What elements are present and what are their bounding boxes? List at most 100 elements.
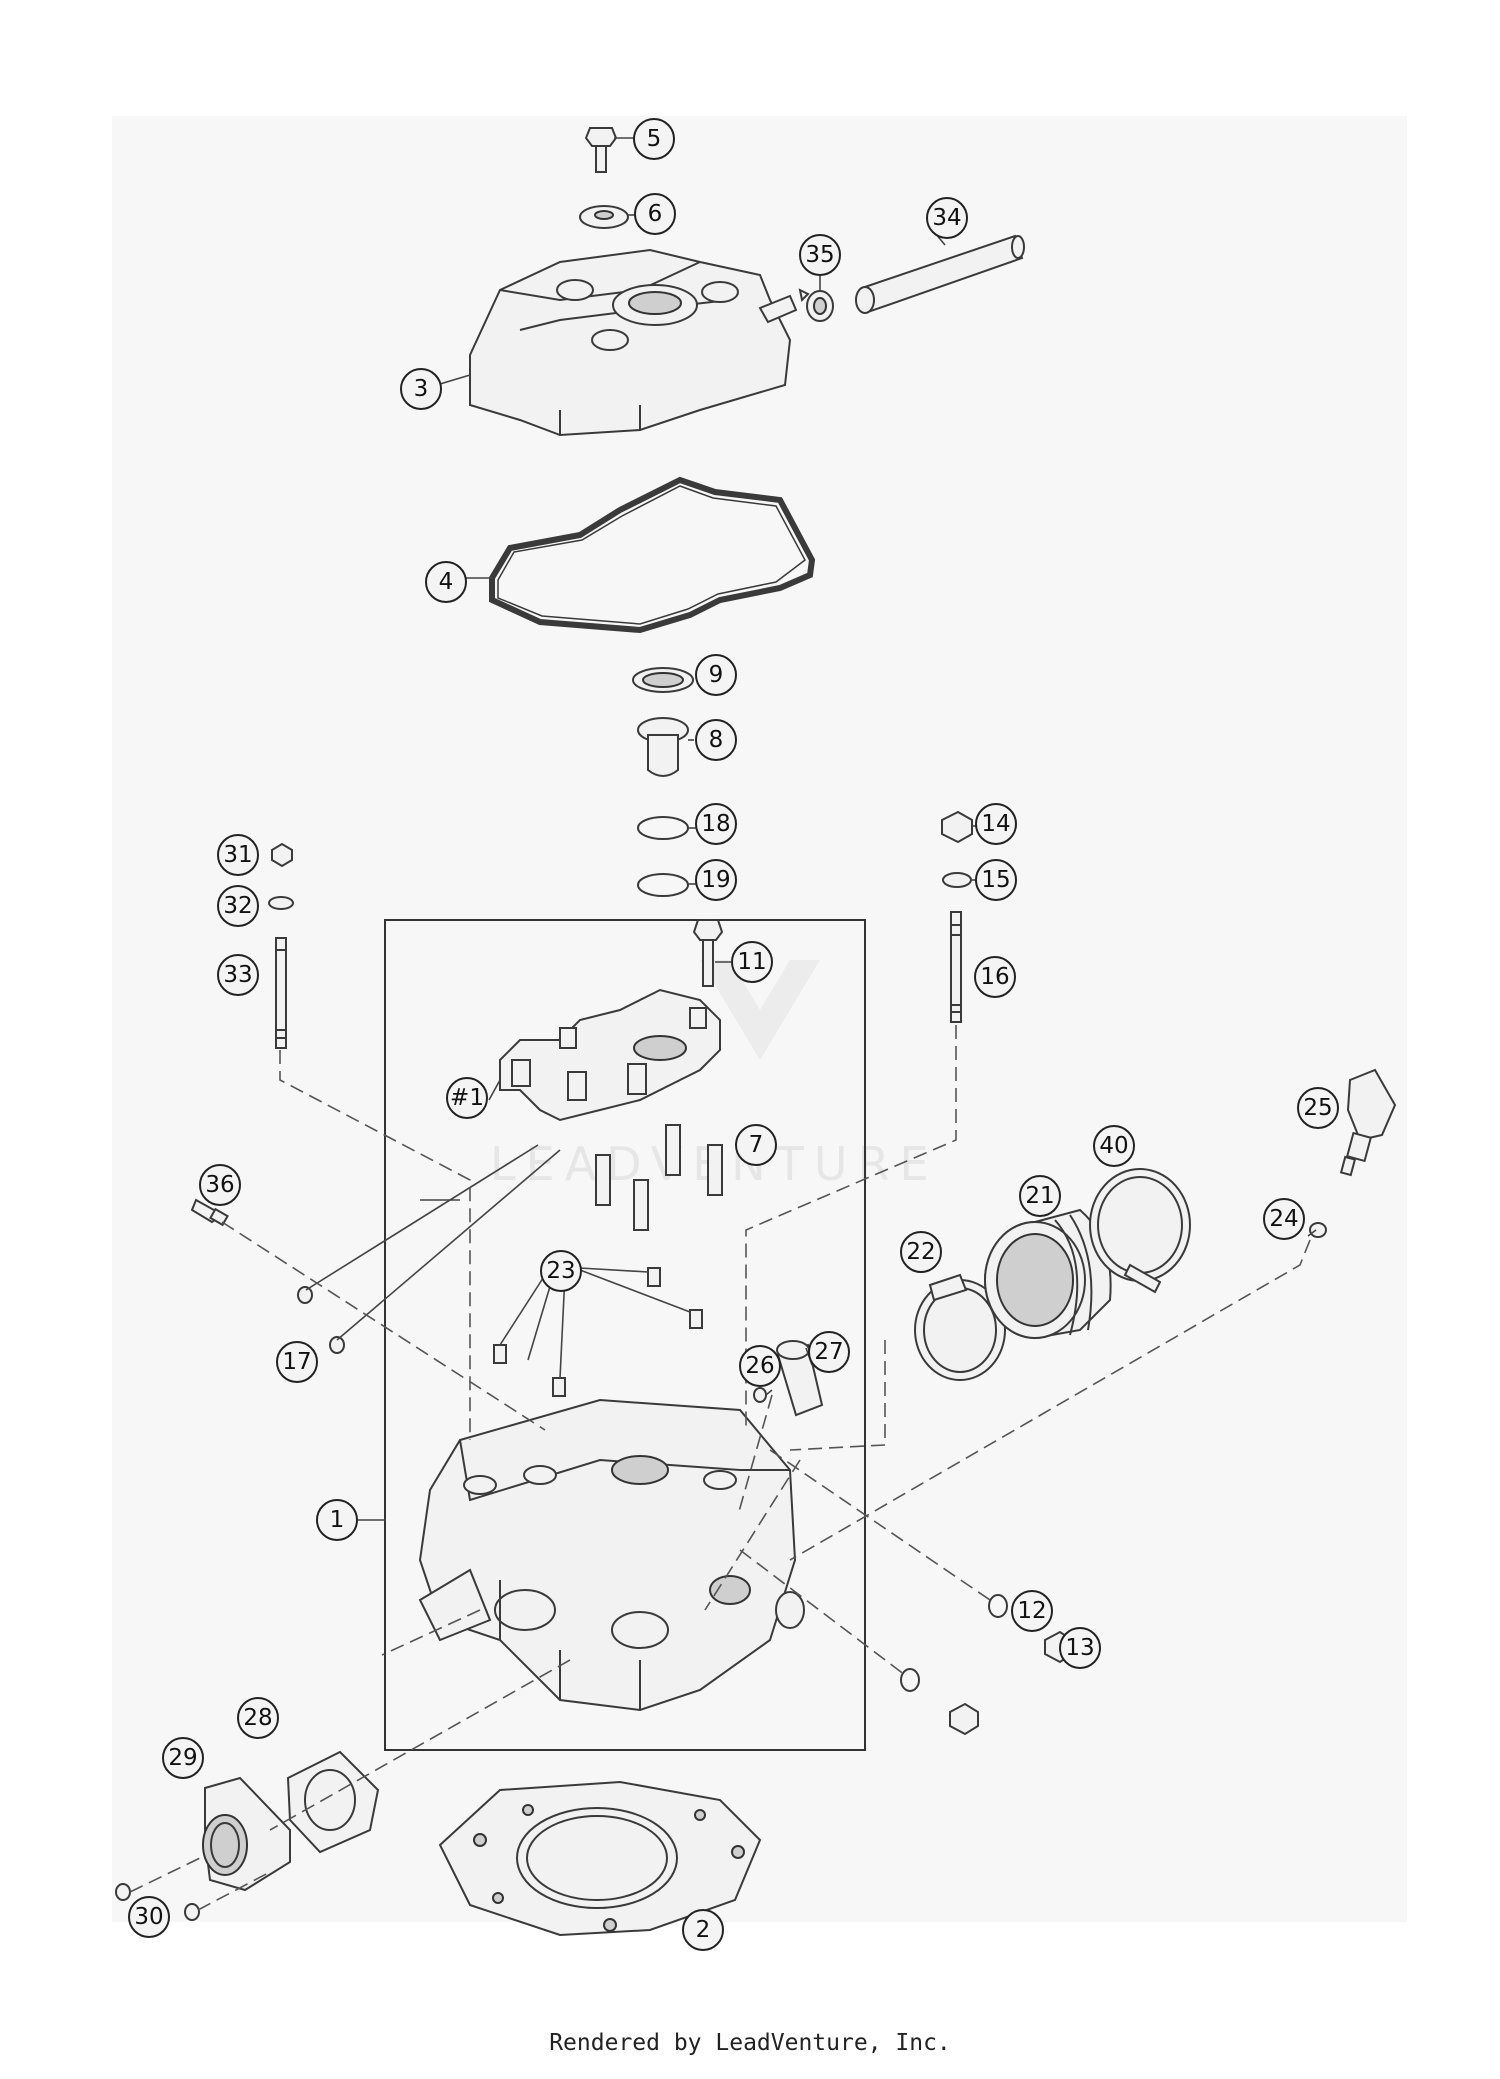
callout-35[interactable]: 35 bbox=[799, 234, 841, 276]
callout-31[interactable]: 31 bbox=[217, 834, 259, 876]
part-17-screw-a bbox=[297, 1286, 313, 1304]
svg-text:25: 25 bbox=[1303, 1095, 1332, 1121]
callout-21[interactable]: 21 bbox=[1019, 1175, 1061, 1217]
svg-text:36: 36 bbox=[205, 1172, 234, 1198]
assembly-dash-lines bbox=[129, 1025, 1311, 1911]
callout-12[interactable]: 12 bbox=[1011, 1590, 1053, 1632]
part-5-bolt bbox=[584, 127, 618, 173]
svg-text:12: 12 bbox=[1017, 1598, 1046, 1624]
svg-text:9: 9 bbox=[709, 662, 724, 688]
svg-text:27: 27 bbox=[814, 1339, 843, 1365]
svg-text:22: 22 bbox=[906, 1239, 935, 1265]
callout-5[interactable]: 5 bbox=[633, 118, 675, 160]
part-12-o-ring bbox=[988, 1594, 1008, 1618]
svg-text:17: 17 bbox=[282, 1349, 311, 1375]
callout-30[interactable]: 30 bbox=[128, 1896, 170, 1938]
part-28-exhaust-gasket bbox=[286, 1750, 380, 1854]
callout-36[interactable]: 36 bbox=[199, 1164, 241, 1206]
part-34-breather-hose bbox=[855, 234, 1025, 314]
callout-23[interactable]: 23 bbox=[540, 1250, 582, 1292]
callout-6[interactable]: 6 bbox=[634, 193, 676, 235]
callout-24[interactable]: 24 bbox=[1263, 1198, 1305, 1240]
part-14-nut bbox=[941, 810, 973, 844]
svg-text:8: 8 bbox=[709, 727, 724, 753]
part-17-screw-b bbox=[329, 1336, 345, 1354]
callout-29[interactable]: 29 bbox=[162, 1737, 204, 1779]
svg-text:1: 1 bbox=[330, 1507, 345, 1533]
part-24-washer bbox=[1309, 1222, 1327, 1238]
callout-32[interactable]: 32 bbox=[217, 885, 259, 927]
part-8-plug-sleeve bbox=[637, 717, 689, 777]
callout-14[interactable]: 14 bbox=[975, 803, 1017, 845]
svg-text:24: 24 bbox=[1269, 1206, 1298, 1232]
part-19-o-ring bbox=[637, 873, 689, 897]
part-30-bolt-a bbox=[115, 1883, 131, 1901]
svg-text:40: 40 bbox=[1099, 1133, 1128, 1159]
svg-text:3: 3 bbox=[414, 376, 429, 402]
part-31-nut bbox=[271, 842, 293, 868]
part-32-washer bbox=[268, 896, 294, 910]
svg-text:4: 4 bbox=[439, 569, 454, 595]
callout-18[interactable]: 18 bbox=[695, 803, 737, 845]
svg-text:2: 2 bbox=[696, 1917, 711, 1943]
callout-1[interactable]: 1 bbox=[316, 1499, 358, 1541]
callout-4[interactable]: 4 bbox=[425, 561, 467, 603]
callout-3[interactable]: 3 bbox=[400, 368, 442, 410]
callout-26[interactable]: 26 bbox=[739, 1345, 781, 1387]
callout-28[interactable]: 28 bbox=[237, 1697, 279, 1739]
callout-7[interactable]: 7 bbox=[735, 1124, 777, 1166]
callout-16[interactable]: 16 bbox=[974, 956, 1016, 998]
part-2-head-gasket bbox=[438, 1780, 762, 1937]
callout-8[interactable]: 8 bbox=[695, 719, 737, 761]
part-15-washer bbox=[942, 872, 972, 888]
svg-text:33: 33 bbox=[223, 962, 252, 988]
callout-22[interactable]: 22 bbox=[900, 1231, 942, 1273]
svg-text:13: 13 bbox=[1065, 1635, 1094, 1661]
part-35-hose-clamp bbox=[798, 288, 834, 322]
leader-lines bbox=[305, 137, 1317, 1521]
part-29-exhaust-flange bbox=[202, 1776, 291, 1892]
callout-34[interactable]: 34 bbox=[926, 197, 968, 239]
svg-text:30: 30 bbox=[134, 1904, 163, 1930]
callout-17[interactable]: 17 bbox=[276, 1341, 318, 1383]
part-18-o-ring bbox=[637, 816, 689, 840]
part-1-cylinder-head bbox=[418, 1398, 805, 1712]
svg-text:31: 31 bbox=[223, 842, 252, 868]
callout-9[interactable]: 9 bbox=[695, 654, 737, 696]
part-23-dowels bbox=[493, 1267, 703, 1397]
callout-40[interactable]: 40 bbox=[1093, 1125, 1135, 1167]
callout-15[interactable]: 15 bbox=[975, 859, 1017, 901]
callout-25[interactable]: 25 bbox=[1297, 1087, 1339, 1129]
callout-19[interactable]: 19 bbox=[695, 859, 737, 901]
part-16-stud bbox=[950, 911, 962, 1023]
part-4-valve-cover-gasket bbox=[489, 476, 816, 634]
callout-27[interactable]: 27 bbox=[808, 1331, 850, 1373]
part-22-hose-clamp bbox=[914, 1273, 1006, 1381]
part-36-sensor bbox=[190, 1198, 229, 1227]
callout-33[interactable]: 33 bbox=[217, 954, 259, 996]
callout-13[interactable]: 13 bbox=[1059, 1627, 1101, 1669]
svg-text:35: 35 bbox=[805, 242, 834, 268]
callout-11[interactable]: 11 bbox=[731, 941, 773, 983]
svg-text:18: 18 bbox=[701, 811, 730, 837]
svg-text:19: 19 bbox=[701, 867, 730, 893]
callout-part-1[interactable]: #1 bbox=[446, 1077, 488, 1119]
svg-text:#1: #1 bbox=[450, 1085, 484, 1111]
assembly-bracket bbox=[384, 919, 866, 1751]
part-3-valve-cover bbox=[469, 248, 798, 437]
svg-text:16: 16 bbox=[980, 964, 1009, 990]
part-1-camshaft-bridge bbox=[499, 988, 721, 1122]
part-25-temperature-sensor bbox=[1339, 1068, 1397, 1177]
svg-text:6: 6 bbox=[648, 201, 663, 227]
svg-text:26: 26 bbox=[745, 1353, 774, 1379]
svg-text:34: 34 bbox=[932, 205, 961, 231]
svg-text:7: 7 bbox=[749, 1132, 764, 1158]
part-11-bolt bbox=[692, 919, 724, 987]
part-40-hose-clamp bbox=[1089, 1168, 1191, 1294]
svg-text:15: 15 bbox=[981, 867, 1010, 893]
part-33-stud bbox=[275, 937, 287, 1049]
part-21-intake-boot bbox=[984, 1208, 1112, 1340]
svg-text:29: 29 bbox=[168, 1745, 197, 1771]
callout-2[interactable]: 2 bbox=[682, 1909, 724, 1951]
